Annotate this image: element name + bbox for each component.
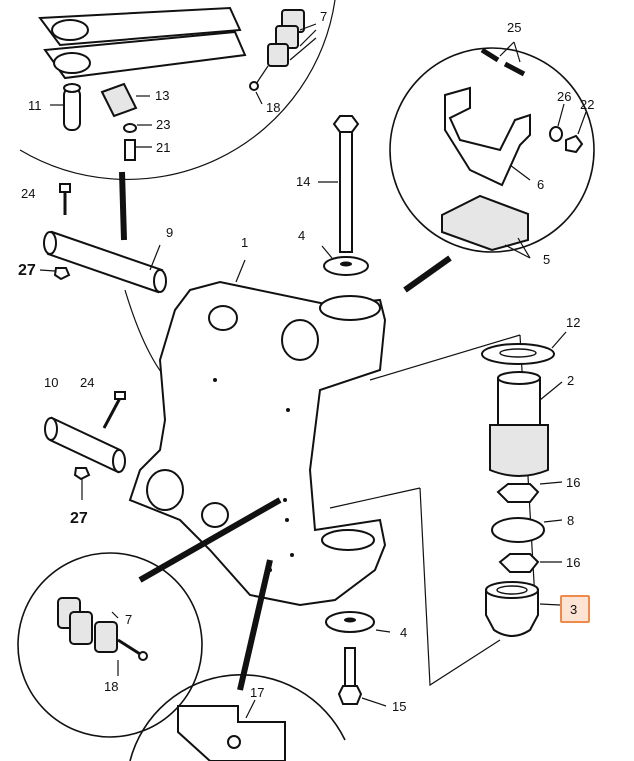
label-13: 13 — [155, 88, 169, 103]
main-frame-1 — [128, 259, 387, 607]
label-14: 14 — [296, 174, 310, 189]
label-7-bottom: 7 — [125, 612, 132, 627]
detail-circle-top-left — [19, 0, 336, 180]
label-7-top: 7 — [320, 9, 327, 24]
connector-line-3 — [138, 497, 282, 583]
label-18-bottom: 18 — [104, 679, 118, 694]
leader-line — [329, 487, 421, 509]
label-3: 3 — [570, 602, 577, 617]
label-16-bottom: 16 — [566, 555, 580, 570]
label-23: 23 — [156, 117, 170, 132]
label-12: 12 — [566, 315, 580, 330]
label-8: 8 — [567, 513, 574, 528]
label-4-top: 4 — [298, 228, 305, 243]
label-2: 2 — [567, 373, 574, 388]
bolt-14-group — [318, 115, 369, 276]
connector-line-2 — [403, 255, 452, 293]
label-11: 11 — [28, 98, 42, 113]
label-27-top: 27 — [18, 262, 36, 279]
label-15: 15 — [392, 699, 406, 714]
label-10: 10 — [44, 375, 58, 390]
detail-circle-bottom-left — [17, 552, 203, 738]
label-27-bottom: 27 — [70, 510, 88, 527]
label-24-mid: 24 — [80, 375, 94, 390]
pin-10-group — [44, 391, 126, 500]
label-21: 21 — [156, 140, 170, 155]
label-26: 26 — [557, 89, 571, 104]
label-4-bottom: 4 — [400, 625, 407, 640]
bottom-bolt-group — [325, 611, 391, 707]
label-24-top: 24 — [21, 186, 35, 201]
leader-line — [419, 487, 501, 687]
right-assembly — [481, 331, 567, 637]
label-5: 5 — [543, 252, 550, 267]
label-17: 17 — [250, 685, 264, 700]
connector-line-4 — [237, 559, 273, 691]
label-22: 22 — [580, 97, 594, 112]
callout-labels: 1 2 3 4 4 5 6 7 7 8 9 10 11 12 13 14 15 … — [18, 9, 594, 714]
pin-9-group — [39, 183, 167, 294]
label-18-top: 18 — [266, 100, 280, 115]
label-6: 6 — [537, 177, 544, 192]
label-16-top: 16 — [566, 475, 580, 490]
detail-circle-bottom-middle — [129, 674, 346, 761]
connector-line — [119, 171, 127, 241]
label-25: 25 — [507, 20, 521, 35]
label-1: 1 — [241, 235, 248, 250]
detail-circle-top-right — [389, 41, 595, 259]
label-9: 9 — [166, 225, 173, 240]
leader-line — [369, 334, 521, 381]
highlight-box-part-3 — [560, 595, 590, 623]
